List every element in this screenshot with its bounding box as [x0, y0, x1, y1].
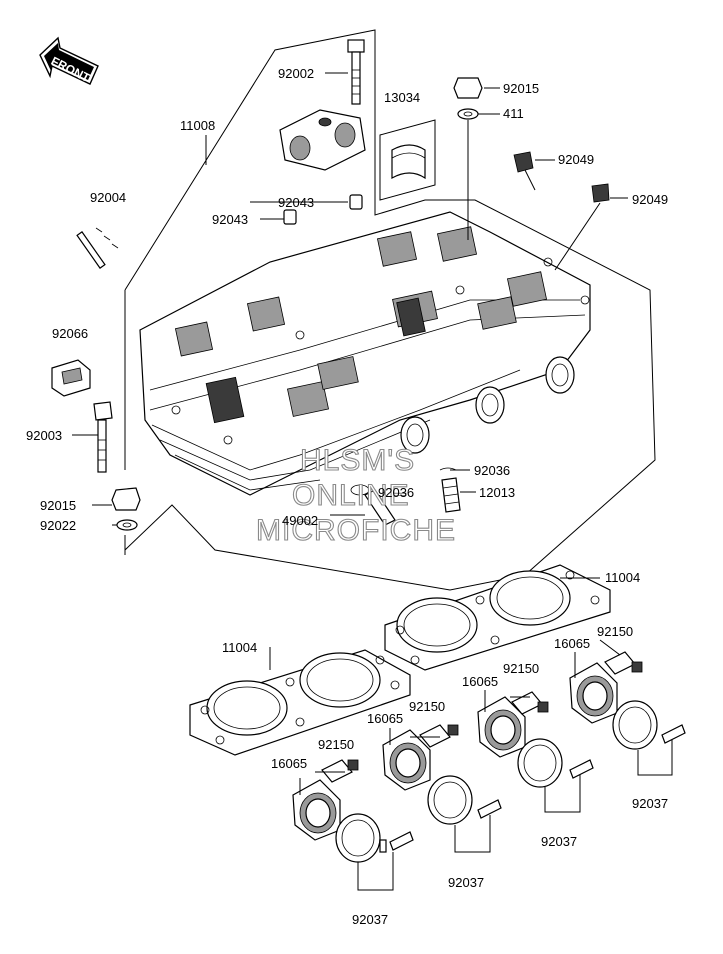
label-92066: 92066 — [52, 326, 88, 341]
plug-caps — [513, 151, 610, 271]
head-group-outline — [124, 29, 656, 591]
label-92036-b: 92036 — [378, 485, 414, 500]
watermark-line1: HLSM'S — [300, 444, 415, 477]
label-16065-a: 16065 — [554, 636, 590, 651]
label-92043-b: 92043 — [212, 212, 248, 227]
gasket-left — [189, 649, 411, 756]
stud-92004 — [76, 227, 119, 269]
cam-cap — [279, 109, 366, 171]
label-92015-left: 92015 — [40, 498, 76, 513]
label-92150-a: 92150 — [597, 624, 633, 639]
bearing-box — [379, 119, 436, 201]
intake-holder-4 — [569, 651, 686, 750]
watermark-line2: ONLINE — [292, 479, 410, 512]
label-92015-top: 92015 — [503, 81, 539, 96]
label-92037-a: 92037 — [632, 796, 668, 811]
label-16065-b: 16065 — [462, 674, 498, 689]
part-labels: 92002 13034 92015 411 11008 92049 92049 … — [26, 66, 668, 927]
label-12013: 12013 — [479, 485, 515, 500]
plug-12013 — [439, 467, 461, 513]
label-92150-b: 92150 — [503, 661, 539, 676]
intake-holder-3 — [477, 691, 594, 788]
nut-washer-left — [111, 487, 141, 531]
label-92150-d: 92150 — [318, 737, 354, 752]
intake-holder-2 — [382, 724, 502, 825]
label-92022: 92022 — [40, 518, 76, 533]
bolt-92002 — [347, 39, 365, 105]
watermark-line3: MICROFICHE — [256, 514, 456, 547]
dowel-pins — [283, 194, 363, 225]
nut-washer-top — [453, 77, 483, 240]
intake-holder-1 — [292, 759, 414, 863]
label-13034: 13034 — [384, 90, 420, 105]
gasket-right — [384, 564, 611, 671]
valve-49002 — [350, 484, 396, 526]
front-arrow-icon: FRONT — [39, 36, 99, 85]
label-92004: 92004 — [90, 190, 126, 205]
bolt-92003 — [93, 401, 113, 473]
clamp-92066 — [51, 359, 91, 397]
label-92049-a: 92049 — [558, 152, 594, 167]
label-92037-b: 92037 — [541, 834, 577, 849]
leader-lines-head — [72, 72, 628, 555]
label-11004-left: 11004 — [222, 640, 257, 655]
label-92150-c: 92150 — [409, 699, 445, 714]
label-92037-d: 92037 — [352, 912, 388, 927]
label-92043-a: 92043 — [278, 195, 314, 210]
watermark: HLSM'S ONLINE MICROFICHE — [255, 443, 456, 547]
label-92002: 92002 — [278, 66, 314, 81]
label-92049-b: 92049 — [632, 192, 668, 207]
label-92036-a: 92036 — [474, 463, 510, 478]
label-16065-c: 16065 — [367, 711, 403, 726]
label-49002: 49002 — [282, 513, 318, 528]
label-92003: 92003 — [26, 428, 62, 443]
label-411: 411 — [503, 106, 524, 121]
label-92037-c: 92037 — [448, 875, 484, 890]
leader-lines-lower — [269, 577, 673, 891]
label-16065-d: 16065 — [271, 756, 307, 771]
label-11008: 11008 — [180, 118, 215, 133]
cylinder-head — [139, 211, 591, 496]
label-11004-right: 11004 — [605, 570, 640, 585]
